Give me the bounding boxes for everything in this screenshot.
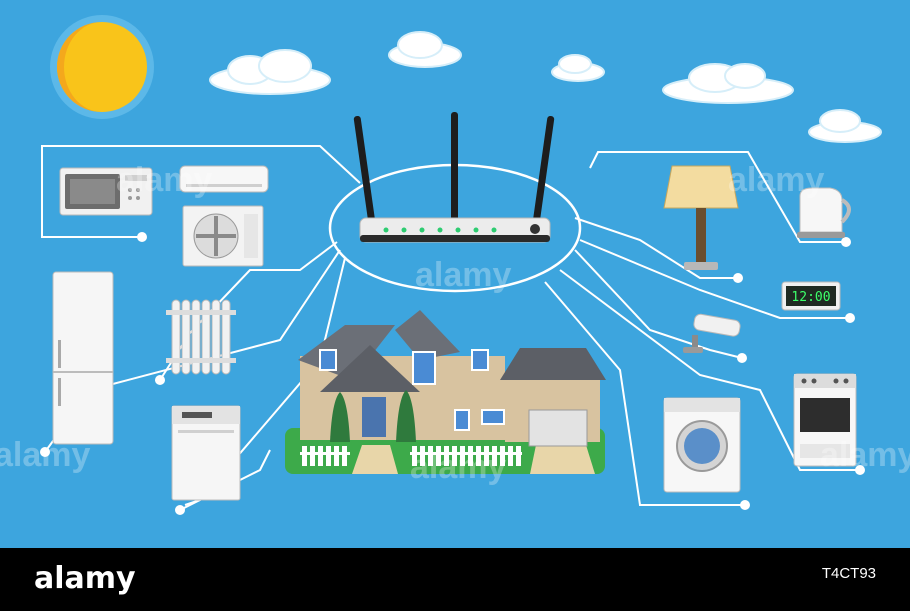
air-conditioner-icon [179,165,269,193]
watermark: alamy [415,256,511,294]
watermark: alamy [820,436,910,474]
electric-kettle-icon [797,187,851,238]
washing-machine-icon [663,397,741,493]
cloud-icon [551,54,605,82]
security-camera-icon [683,313,741,353]
cloud-icon [808,109,882,143]
cloud-icon [662,63,794,104]
refrigerator-icon [52,271,114,445]
watermark: alamy [728,161,824,199]
dishwasher-icon [171,405,241,501]
microwave-icon [59,167,153,216]
cloud-icon [209,49,331,95]
floor-lamp-icon [663,165,739,270]
radiator-icon [166,299,236,375]
watermark: alamy [0,436,90,474]
smart-house-icon [285,310,606,474]
connection-nodes [40,232,865,515]
digital-clock-icon: 12:00 [781,281,841,311]
outdoor-ac-unit-icon [182,205,264,267]
watermark-layer: alamy alamy alamy alamy alamy alamy [0,161,910,486]
image-id: T4CT93 [822,565,876,582]
watermark: alamy [410,448,506,486]
clock-time: 12:00 [791,290,830,305]
cloud-icon [388,31,462,68]
wifi-router-icon [353,112,555,243]
watermark: alamy [116,161,212,199]
sun-icon [50,15,154,119]
footer-bar [0,548,910,611]
kitchen-stove-icon [793,373,857,467]
footer-logo: alamy [34,561,136,596]
